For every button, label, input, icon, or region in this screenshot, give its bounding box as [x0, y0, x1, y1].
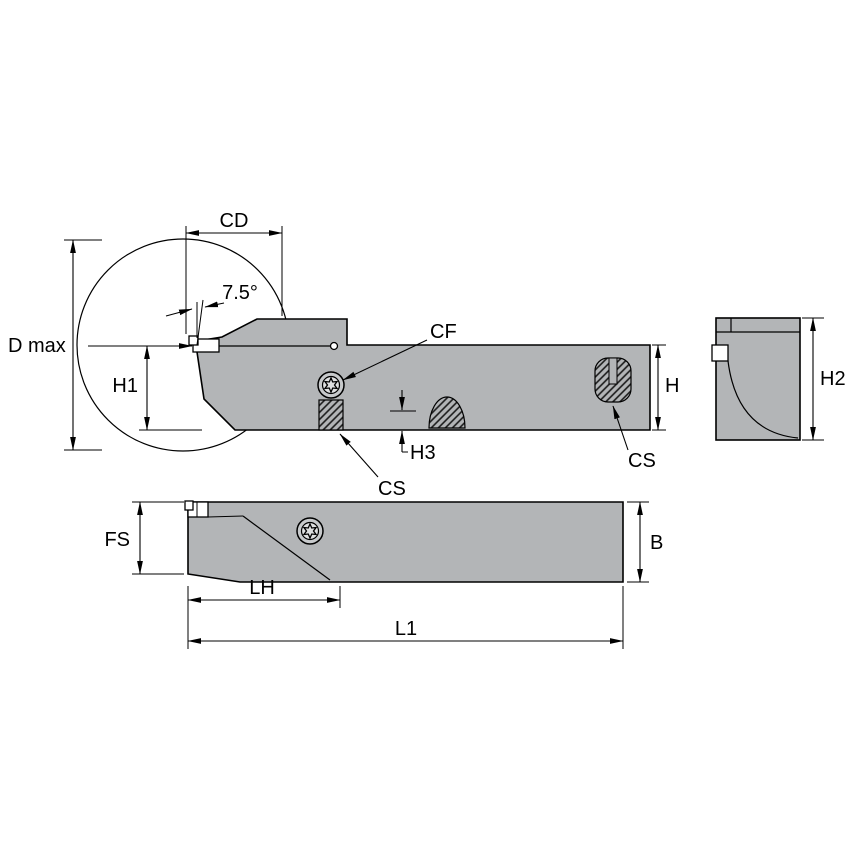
cf-leader — [342, 339, 428, 381]
dim-lh: LH — [187, 577, 341, 608]
label-d-max: D max — [8, 335, 66, 357]
label-h3: H3 — [410, 442, 436, 464]
label-fs: FS — [104, 529, 130, 551]
callout-cf: CF — [342, 321, 457, 381]
dim-b: B — [627, 501, 663, 583]
slot-relief-hole — [329, 341, 339, 351]
angle-arrow-right — [204, 301, 225, 308]
dim-l1: L1 — [187, 586, 624, 649]
label-cs-back: CS — [628, 450, 656, 472]
cs-back-leader — [612, 405, 629, 451]
angle-ref-slant — [196, 299, 204, 346]
dimensions: D max CD 7.5° H1 H — [8, 210, 846, 649]
label-b: B — [650, 532, 663, 554]
label-cd: CD — [220, 210, 249, 232]
support-pin-section-hatch — [428, 396, 466, 429]
clamp-screw-section-hatch — [318, 399, 344, 431]
bottom-view-body — [187, 501, 624, 583]
callout-cs-back: CS — [612, 405, 656, 472]
label-h1: H1 — [112, 375, 138, 397]
bottom-view — [184, 500, 624, 583]
back-screw-slot — [608, 357, 618, 385]
label-h: H — [665, 375, 679, 397]
dim-fs: FS — [104, 501, 184, 575]
dim-h3: H3 — [390, 390, 436, 464]
blade-curve — [727, 360, 799, 439]
dim-h: H — [652, 344, 679, 431]
blade-cross-section — [711, 344, 729, 362]
label-cs-front: CS — [378, 478, 406, 500]
dim-cd: CD — [185, 210, 283, 334]
clamp-screw-plan-torx-icon — [296, 517, 324, 545]
label-angle: 7.5° — [222, 282, 258, 304]
head-taper-line — [242, 515, 331, 581]
end-view — [711, 317, 801, 441]
angle-arrow-left — [165, 308, 193, 317]
clamp-screw-torx-icon — [317, 371, 345, 399]
dim-h2: H2 — [802, 317, 846, 441]
end-view-body — [715, 317, 801, 441]
dim-d-max: D max — [8, 239, 102, 451]
callout-cs-front: CS — [339, 433, 406, 500]
label-h2: H2 — [820, 368, 846, 390]
label-cf: CF — [430, 321, 457, 343]
label-lh: LH — [249, 577, 275, 599]
dim-h1: H1 — [112, 345, 202, 431]
insert-plan-tip-notch — [184, 500, 194, 511]
insert-pocket-line — [207, 515, 244, 518]
side-view — [76, 238, 651, 452]
label-l1: L1 — [395, 618, 417, 640]
cs-front-leader — [339, 433, 379, 478]
side-view-body — [196, 318, 651, 431]
dim-angle: 7.5° — [165, 282, 258, 346]
back-screw-section-hatch — [594, 357, 632, 403]
